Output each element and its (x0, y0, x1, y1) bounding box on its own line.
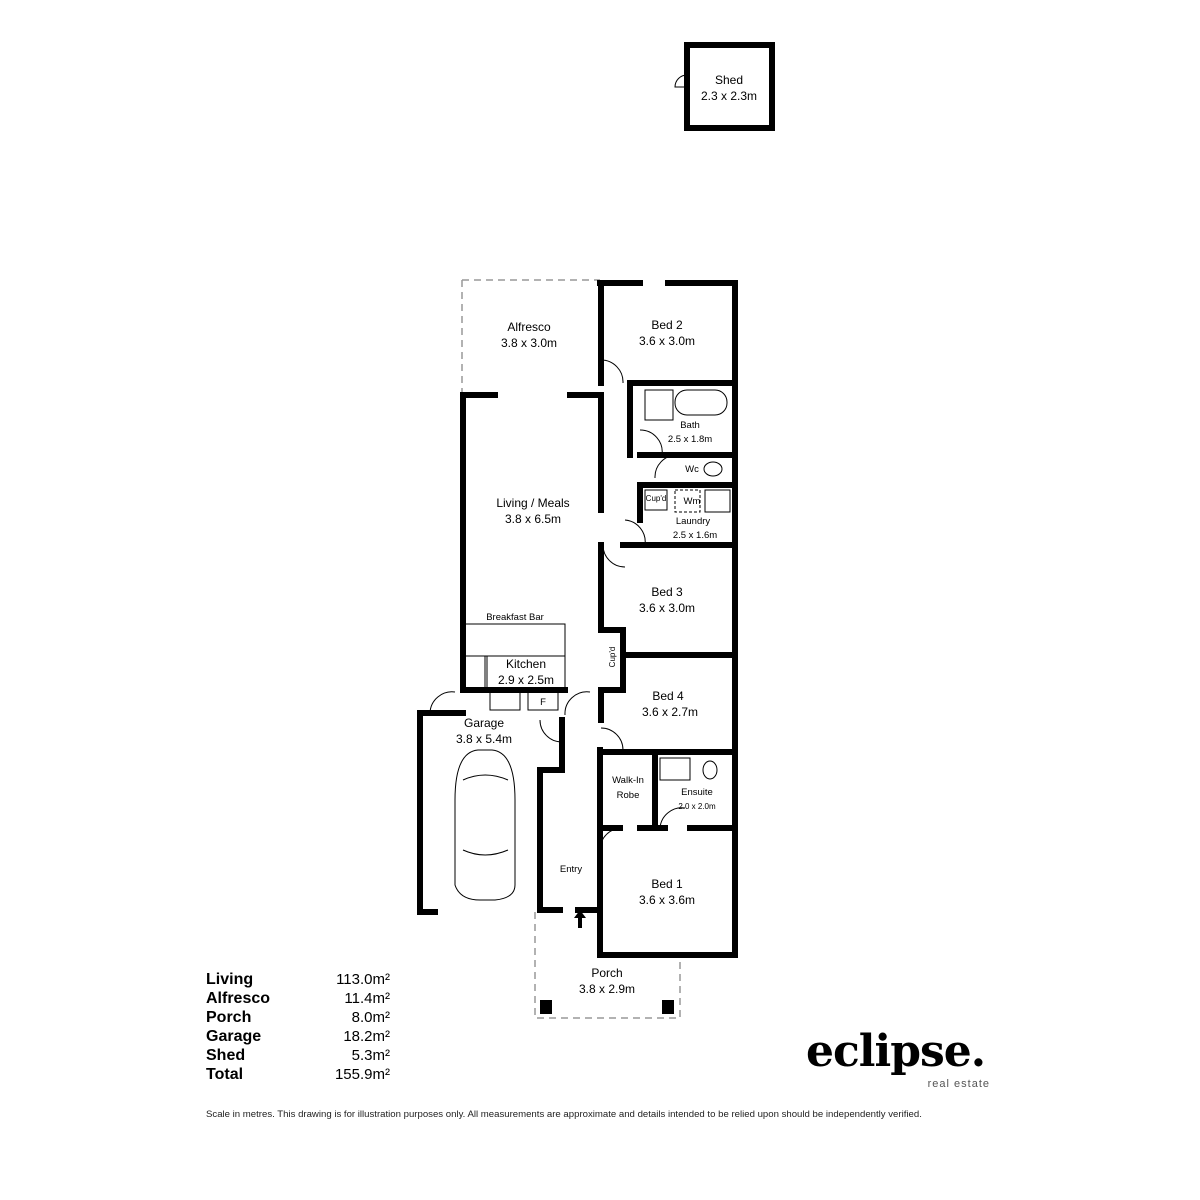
porch-post (662, 1000, 674, 1014)
alfresco-name: Alfresco (507, 320, 551, 334)
area-label: Total (206, 1066, 244, 1083)
bed1-size: 3.6 x 3.6m (639, 893, 695, 907)
area-label: Garage (206, 1028, 262, 1045)
bed1-name: Bed 1 (651, 877, 683, 891)
area-value: 155.9m² (334, 1066, 390, 1083)
laundry-size: 2.5 x 1.6m (673, 530, 717, 541)
living-name: Living / Meals (496, 496, 569, 510)
shed-size: 2.3 x 2.3m (701, 89, 757, 103)
walkin-name2: Robe (617, 790, 640, 801)
kitchen-name: Kitchen (506, 657, 546, 671)
kitchen-size: 2.9 x 2.5m (498, 673, 554, 687)
living-size: 3.8 x 6.5m (505, 512, 561, 526)
ensuite-size: 2.0 x 2.0m (678, 802, 716, 811)
bed4-name: Bed 4 (652, 689, 684, 703)
logo-wordmark: eclipse. (806, 1026, 986, 1077)
area-value: 113.0m² (336, 971, 390, 988)
fixtures (429, 359, 731, 928)
entry-arrow-icon (574, 910, 586, 928)
porch-post (540, 1000, 552, 1014)
logo-subtitle: real estate (927, 1078, 990, 1090)
eclipse-logo: eclipse. real estate (806, 1030, 992, 1094)
area-row: Shed 5.3m² (206, 1046, 390, 1065)
area-value: 18.2m² (343, 1028, 390, 1045)
garage-name: Garage (464, 716, 504, 730)
bed3-name: Bed 3 (651, 585, 683, 599)
shed-name: Shed (715, 73, 743, 87)
area-value: 11.4m² (344, 990, 390, 1007)
bed2-size: 3.6 x 3.0m (639, 334, 695, 348)
area-label: Porch (206, 1009, 252, 1026)
bed3-size: 3.6 x 3.0m (639, 601, 695, 615)
area-label: Shed (206, 1047, 246, 1064)
alfresco-outline (461, 279, 600, 395)
garage-size: 3.8 x 5.4m (456, 732, 512, 746)
shed (674, 42, 775, 131)
area-row: Garage 18.2m² (206, 1027, 390, 1046)
bed4-size: 3.6 x 2.7m (642, 705, 698, 719)
wc-name: Wc (685, 464, 699, 475)
area-label: Alfresco (206, 990, 271, 1007)
area-value: 8.0m² (351, 1009, 390, 1026)
cupd-name: Cup'd (608, 647, 617, 668)
area-row: Porch 8.0m² (206, 1008, 390, 1027)
ensuite-name: Ensuite (681, 787, 713, 798)
porch-name: Porch (591, 966, 622, 980)
area-label: Living (206, 971, 254, 988)
area-value: 5.3m² (351, 1047, 390, 1064)
porch-size: 3.8 x 2.9m (579, 982, 635, 996)
laundry-name: Laundry (676, 516, 711, 527)
bath-name: Bath (680, 420, 700, 431)
walls (417, 280, 738, 958)
cupd-name: Cup'd (646, 494, 667, 503)
area-row: Living 113.0m² (206, 970, 390, 989)
bath-size: 2.5 x 1.8m (668, 434, 712, 445)
car-icon (454, 749, 516, 901)
wm-name: Wm (684, 496, 701, 507)
disclaimer: Scale in metres. This drawing is for ill… (206, 1109, 922, 1120)
entry-name: Entry (560, 864, 582, 875)
area-row: Total 155.9m² (206, 1065, 390, 1084)
porch-outline (534, 912, 681, 1019)
area-row: Alfresco 11.4m² (206, 989, 390, 1008)
walkin-name: Walk-In (612, 775, 644, 786)
alfresco-size: 3.8 x 3.0m (501, 336, 557, 350)
room-labels: Shed 2.3 x 2.3m Alfresco 3.8 x 3.0m Bed … (456, 73, 757, 996)
breakfast-bar-label: Breakfast Bar (486, 612, 544, 623)
bed2-name: Bed 2 (651, 318, 683, 332)
fridge-label: F (540, 697, 546, 708)
